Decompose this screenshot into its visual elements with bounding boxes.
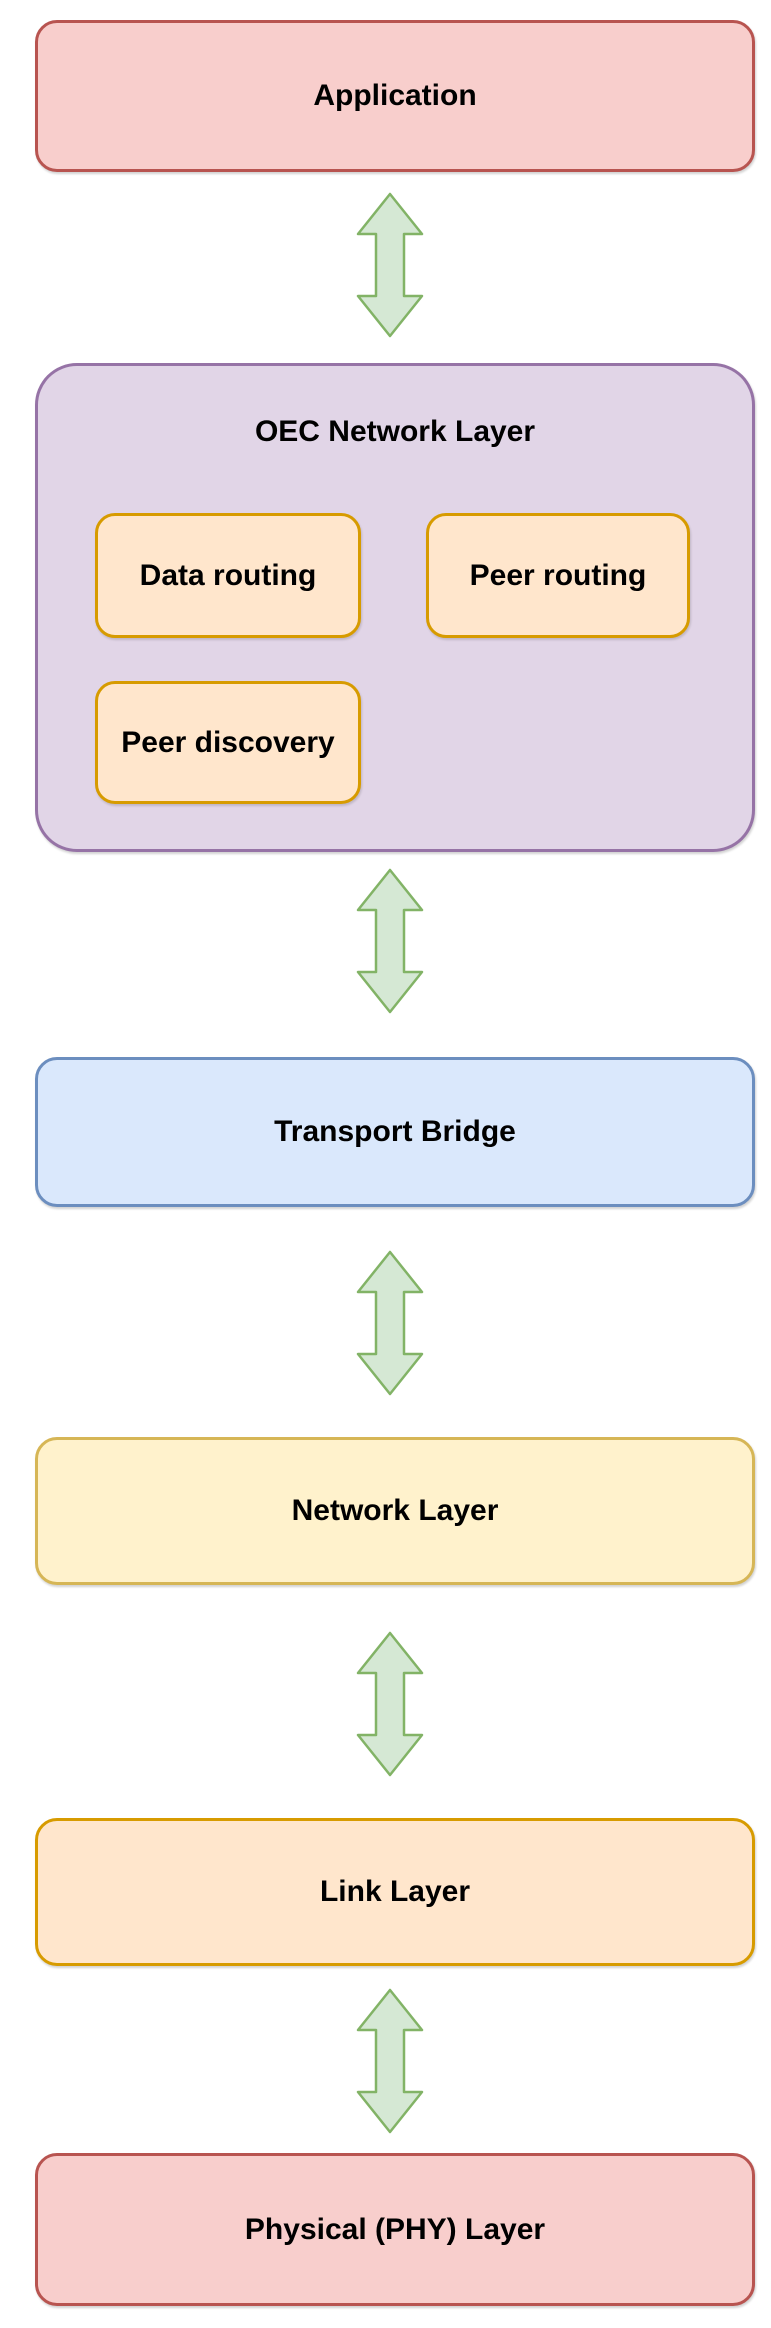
node-network-layer: Network Layer [35, 1437, 755, 1585]
node-data-routing: Data routing [95, 513, 361, 638]
node-network-layer-label: Network Layer [291, 1494, 499, 1527]
node-physical-layer: Physical (PHY) Layer [35, 2153, 755, 2306]
node-oec-network-layer: OEC Network Layer Data routing Peer rout… [35, 363, 755, 852]
node-oec-network-layer-label: OEC Network Layer [254, 415, 536, 448]
node-peer-routing: Peer routing [426, 513, 690, 638]
node-peer-routing-label: Peer routing [469, 558, 647, 592]
node-transport-bridge-label: Transport Bridge [274, 1115, 516, 1148]
node-physical-layer-label: Physical (PHY) Layer [244, 2212, 546, 2246]
node-link-layer: Link Layer [35, 1818, 755, 1966]
node-data-routing-label: Data routing [139, 558, 317, 592]
node-application-label: Application [313, 79, 477, 112]
double-vertical-arrow-icon [356, 1631, 424, 1777]
double-vertical-arrow-icon [356, 1250, 424, 1396]
node-link-layer-label: Link Layer [319, 1875, 471, 1908]
node-transport-bridge: Transport Bridge [35, 1057, 755, 1207]
node-peer-discovery-label: Peer discovery [121, 725, 335, 759]
node-application: Application [35, 20, 755, 172]
double-vertical-arrow-icon [356, 1988, 424, 2134]
double-vertical-arrow-icon [356, 192, 424, 338]
double-vertical-arrow-icon [356, 868, 424, 1014]
node-peer-discovery: Peer discovery [95, 681, 361, 804]
